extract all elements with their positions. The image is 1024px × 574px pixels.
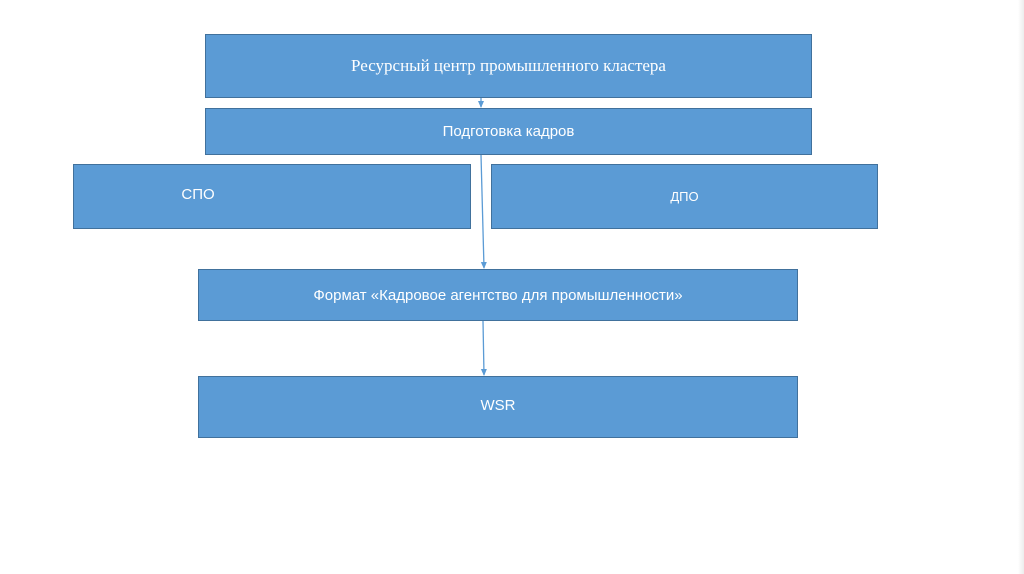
node-wsr: WSR	[198, 376, 798, 438]
node-wsr-label: WSR	[480, 396, 516, 414]
node-resource-center: Ресурсный центр промышленного кластера	[205, 34, 812, 98]
node-format-staff-agency: Формат «Кадровое агентство для промышлен…	[198, 269, 798, 321]
arrow-training-to-format	[480, 154, 487, 269]
arrow-format-to-wsr	[480, 320, 487, 376]
node-spo: СПО	[73, 164, 471, 229]
slide-edge-shade	[1018, 0, 1024, 574]
node-staff-training: Подготовка кадров	[205, 108, 812, 155]
node-dpo: ДПО	[491, 164, 878, 229]
node-spo-label: СПО	[181, 186, 215, 203]
node-format-staff-agency-label: Формат «Кадровое агентство для промышлен…	[313, 286, 683, 304]
node-resource-center-label: Ресурсный центр промышленного кластера	[351, 56, 666, 75]
node-dpo-label: ДПО	[670, 189, 699, 204]
node-staff-training-label: Подготовка кадров	[442, 123, 575, 140]
